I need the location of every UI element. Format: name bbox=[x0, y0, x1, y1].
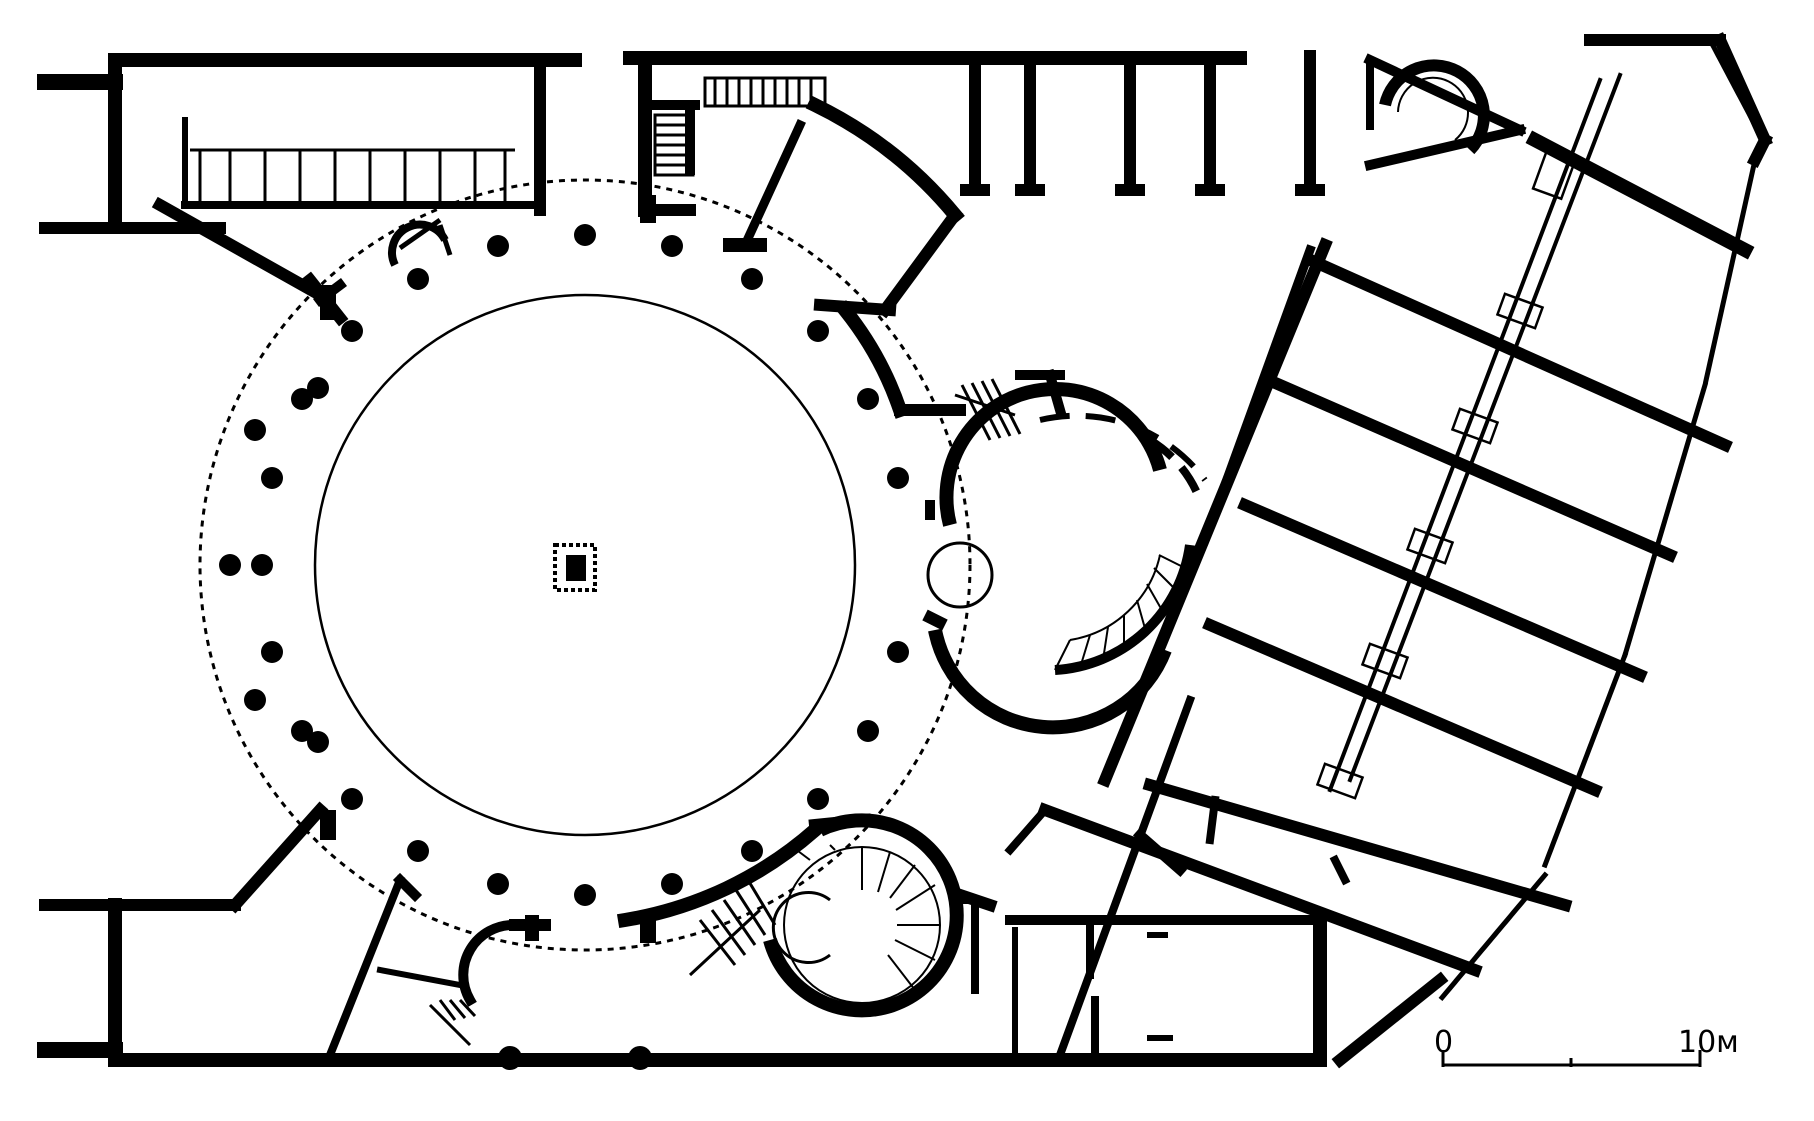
rotunda-columns bbox=[219, 224, 909, 906]
top-colonnade bbox=[960, 50, 1325, 196]
top-straight-stair bbox=[703, 76, 827, 108]
left-bottom-wing bbox=[37, 801, 1327, 1067]
right-wing-corridor-stairs bbox=[1315, 144, 1579, 800]
scale-bar-end-label: 10м bbox=[1678, 1025, 1739, 1060]
rotunda-inner-ring bbox=[313, 293, 857, 837]
middle-straight-stair bbox=[954, 378, 1022, 441]
oval-staircase-hall bbox=[922, 381, 1208, 735]
bottom-corner-piers bbox=[498, 1046, 652, 1070]
bottom-spiral-stair bbox=[763, 813, 964, 1018]
rotunda-outer-ring bbox=[198, 178, 972, 952]
left-top-small-stair bbox=[388, 217, 453, 267]
scale-bar: 0 10м bbox=[1434, 1025, 1739, 1067]
scale-bar-start-label: 0 bbox=[1434, 1025, 1453, 1060]
top-right-spiral-stair bbox=[1366, 59, 1490, 155]
left-top-stair-rail bbox=[190, 148, 515, 205]
right-spiral-stair bbox=[1054, 544, 1195, 675]
central-fountain bbox=[553, 543, 597, 592]
rotunda bbox=[198, 178, 972, 952]
top-left-winder-stair bbox=[653, 113, 695, 177]
bottom-straight-stair bbox=[688, 879, 777, 977]
right-angled-wing bbox=[1004, 32, 1774, 1069]
rotunda-piers bbox=[320, 195, 656, 943]
left-top-wing bbox=[37, 53, 582, 327]
left-bottom-stair bbox=[428, 998, 477, 1047]
top-centre-block bbox=[623, 51, 1247, 419]
oval-hall-small-circle bbox=[926, 541, 994, 609]
bottom-right-rooms bbox=[1005, 913, 1327, 1067]
bottom-centre-walls bbox=[616, 813, 998, 994]
